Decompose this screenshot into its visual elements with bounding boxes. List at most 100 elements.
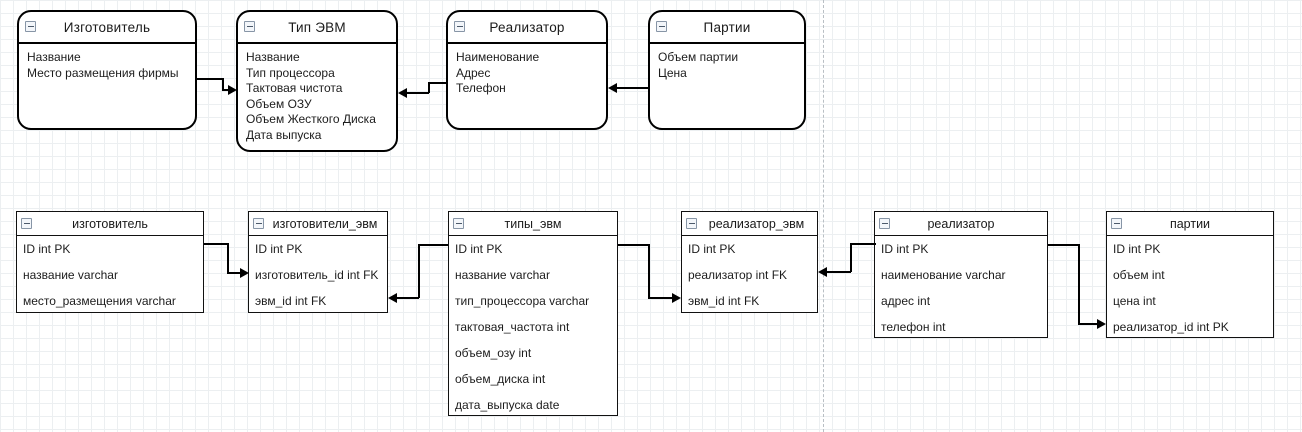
entity-tip-evm[interactable]: Тип ЭВМ Название Тип процессора Тактовая… — [236, 10, 398, 152]
connector-realizator-realizatorevm-link — [850, 243, 852, 272]
table-header: изготовитель — [17, 212, 203, 236]
entity-title: Тип ЭВМ — [288, 19, 346, 35]
entity-title: Реализатор — [489, 19, 565, 35]
connector-tipyevm-realizatorevm-link — [618, 244, 650, 246]
table-column-list: ID int PK название varchar тип_процессор… — [449, 236, 617, 418]
table-column-list: ID int PK изготовитель_id int FK эвм_id … — [249, 236, 387, 314]
arrow-head-left — [608, 82, 617, 93]
entity-realizator[interactable]: Реализатор Наименование Адрес Телефон — [446, 10, 608, 130]
table-column-list: ID int PK наименование varchar адрес int… — [875, 236, 1047, 340]
table-row: цена int — [1113, 294, 1156, 308]
connector-partii-realizator — [610, 87, 648, 89]
table-row: телефон int — [881, 320, 946, 334]
table-row: ID int PK — [688, 242, 736, 256]
table-row: название varchar — [455, 268, 550, 282]
connector-realizator-partii-link — [1078, 244, 1080, 324]
table-row: объем int — [1113, 268, 1165, 282]
table-header: реализатор_эвм — [682, 212, 817, 236]
table-row: объем_озу int — [455, 346, 532, 360]
entity-attribute: Тактовая чистота — [246, 81, 343, 95]
table-row: эвм_id int FK — [255, 294, 327, 308]
connector-tipyevm-izgotoviteli-link — [418, 244, 448, 246]
collapse-minus-icon[interactable] — [244, 21, 255, 32]
table-izgotovitel[interactable]: изготовитель ID int PK название varchar … — [16, 211, 204, 313]
entity-attribute: Цена — [658, 65, 687, 80]
entity-attribute: Телефон — [456, 81, 506, 95]
table-row: изготовитель_id int FK — [255, 268, 379, 282]
table-partii[interactable]: партии ID int PK объем int цена int реал… — [1106, 211, 1274, 338]
connector-izgotovitel-tipevm — [222, 78, 224, 90]
entity-attribute-list: Наименование Адрес Телефон — [448, 44, 606, 101]
table-realizator[interactable]: реализатор ID int PK наименование varcha… — [874, 211, 1048, 338]
collapse-minus-icon[interactable] — [453, 218, 464, 229]
table-row: место_размещения varchar — [23, 294, 176, 308]
collapse-minus-icon[interactable] — [21, 218, 32, 229]
collapse-minus-icon[interactable] — [25, 21, 36, 32]
connector-izgotovitel-link — [204, 243, 229, 245]
entity-attribute-list: Название Тип процессора Тактовая чистота… — [238, 44, 396, 147]
table-title: реализатор_эвм — [708, 216, 805, 231]
table-row: название varchar — [23, 268, 118, 282]
collapse-minus-icon[interactable] — [686, 218, 697, 229]
entity-header: Тип ЭВМ — [238, 12, 396, 44]
arrow-head-left — [398, 87, 407, 98]
table-row: объем_диска int — [455, 372, 546, 386]
collapse-minus-icon[interactable] — [253, 218, 264, 229]
connector-realizator-partii-link — [1078, 323, 1099, 325]
table-column-list: ID int PK объем int цена int реализатор_… — [1107, 236, 1273, 340]
table-row: реализатор_id int PK — [1113, 320, 1229, 334]
table-realizator-evm[interactable]: реализатор_эвм ID int PK реализатор int … — [681, 211, 818, 313]
table-tipy-evm[interactable]: типы_эвм ID int PK название varchar тип_… — [448, 211, 618, 416]
entity-header: Реализатор — [448, 12, 606, 44]
table-izgotoviteli-evm[interactable]: изготовители_эвм ID int PK изготовитель_… — [248, 211, 388, 313]
table-row: ID int PK — [881, 242, 929, 256]
table-column-list: ID int PK название varchar место_размеще… — [17, 236, 203, 314]
table-header: партии — [1107, 212, 1273, 236]
table-title: типы_эвм — [504, 216, 562, 231]
entity-header: Партии — [650, 12, 804, 44]
entity-attribute-list: Объем партии Цена — [650, 44, 804, 85]
arrow-head-right — [228, 84, 237, 95]
table-row: ID int PK — [23, 242, 71, 256]
arrow-head-left — [388, 292, 397, 303]
entity-title: Партии — [703, 19, 751, 35]
entity-attribute: Название — [246, 50, 300, 64]
table-row: ID int PK — [1113, 242, 1161, 256]
entity-attribute: Объем Жесткого Диска — [246, 112, 376, 126]
collapse-minus-icon[interactable] — [1111, 218, 1122, 229]
connector-realizator-partii-link — [1048, 244, 1080, 246]
connector-tipyevm-izgotoviteli-link — [392, 297, 419, 299]
collapse-minus-icon[interactable] — [656, 21, 667, 32]
connector-realizator-tipevm — [428, 82, 430, 93]
table-row: тип_процессора varchar — [455, 294, 590, 308]
arrow-head-left — [818, 266, 827, 277]
table-row: адрес int — [881, 294, 931, 308]
connector-tipyevm-realizatorevm-link — [648, 244, 650, 298]
table-row: наименование varchar — [881, 268, 1006, 282]
connector-izgotovitel-link — [227, 243, 229, 273]
table-column-list: ID int PK реализатор int FK эвм_id int F… — [682, 236, 817, 314]
entity-partii[interactable]: Партии Объем партии Цена — [648, 10, 806, 130]
entity-title: Изготовитель — [63, 19, 151, 35]
connector-izgotovitel-link — [227, 272, 246, 274]
arrow-head-right — [672, 292, 681, 303]
connector-realizator-realizatorevm-link — [850, 243, 876, 245]
table-title: изготовители_эвм — [272, 216, 378, 231]
connector-izgotovitel-tipevm — [197, 78, 224, 80]
table-header: реализатор — [875, 212, 1047, 236]
table-row: тактовая_частота int — [455, 320, 570, 334]
entity-attribute: Объем партии — [658, 50, 739, 64]
table-title: реализатор — [927, 216, 995, 231]
table-row: реализатор int FK — [688, 268, 788, 282]
entity-izgotovitel[interactable]: Изготовитель Название Место размещения ф… — [17, 10, 197, 130]
entity-header: Изготовитель — [19, 12, 195, 44]
entity-attribute: Дата выпуска — [246, 127, 322, 142]
table-title: партии — [1169, 216, 1211, 231]
table-row: эвм_id int FK — [688, 294, 760, 308]
collapse-minus-icon[interactable] — [454, 21, 465, 32]
arrow-head-right — [240, 267, 249, 278]
connector-realizator-tipevm — [428, 82, 448, 84]
table-row: ID int PK — [455, 242, 503, 256]
collapse-minus-icon[interactable] — [879, 218, 890, 229]
